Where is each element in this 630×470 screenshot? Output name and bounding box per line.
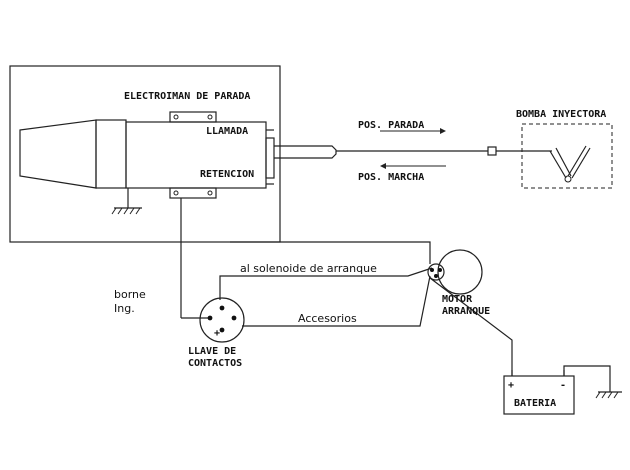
ignition-switch: + [199, 297, 245, 343]
label-solenoide: al solenoide de arranque [240, 262, 377, 275]
pump-lever [549, 145, 591, 183]
label-pos-parada: POS. PARADA [358, 120, 424, 131]
ground-symbol-solenoid [111, 188, 142, 215]
label-llamada: LLAMADA [206, 126, 248, 137]
stop-solenoid [19, 111, 337, 199]
label-plus: + [508, 380, 514, 391]
label-motor-2: ARRANQUE [442, 306, 490, 317]
label-retencion: RETENCION [200, 169, 254, 180]
label-llave-2: CONTACTOS [188, 358, 242, 369]
ground-symbol-battery [595, 391, 622, 399]
label-minus: - [560, 380, 566, 391]
label-llave-1: LLAVE DE [188, 346, 236, 357]
injection-pump-box [521, 123, 613, 189]
starter-motor [427, 249, 483, 295]
wires [180, 198, 611, 392]
svg-text:+: + [214, 328, 220, 339]
enclosure-box [9, 65, 281, 243]
stop-rod [336, 128, 552, 169]
battery [503, 370, 575, 415]
label-accesorios: Accesorios [298, 312, 357, 325]
label-pos-marcha: POS. MARCHA [358, 172, 424, 183]
label-ing: Ing. [114, 302, 135, 315]
label-bateria: BATERIA [514, 398, 556, 409]
label-borne: borne [114, 288, 146, 301]
label-electroiman: ELECTROIMAN DE PARADA [124, 91, 250, 102]
label-motor-1: MOTOR [442, 294, 473, 305]
label-bomba: BOMBA INYECTORA [516, 109, 606, 120]
